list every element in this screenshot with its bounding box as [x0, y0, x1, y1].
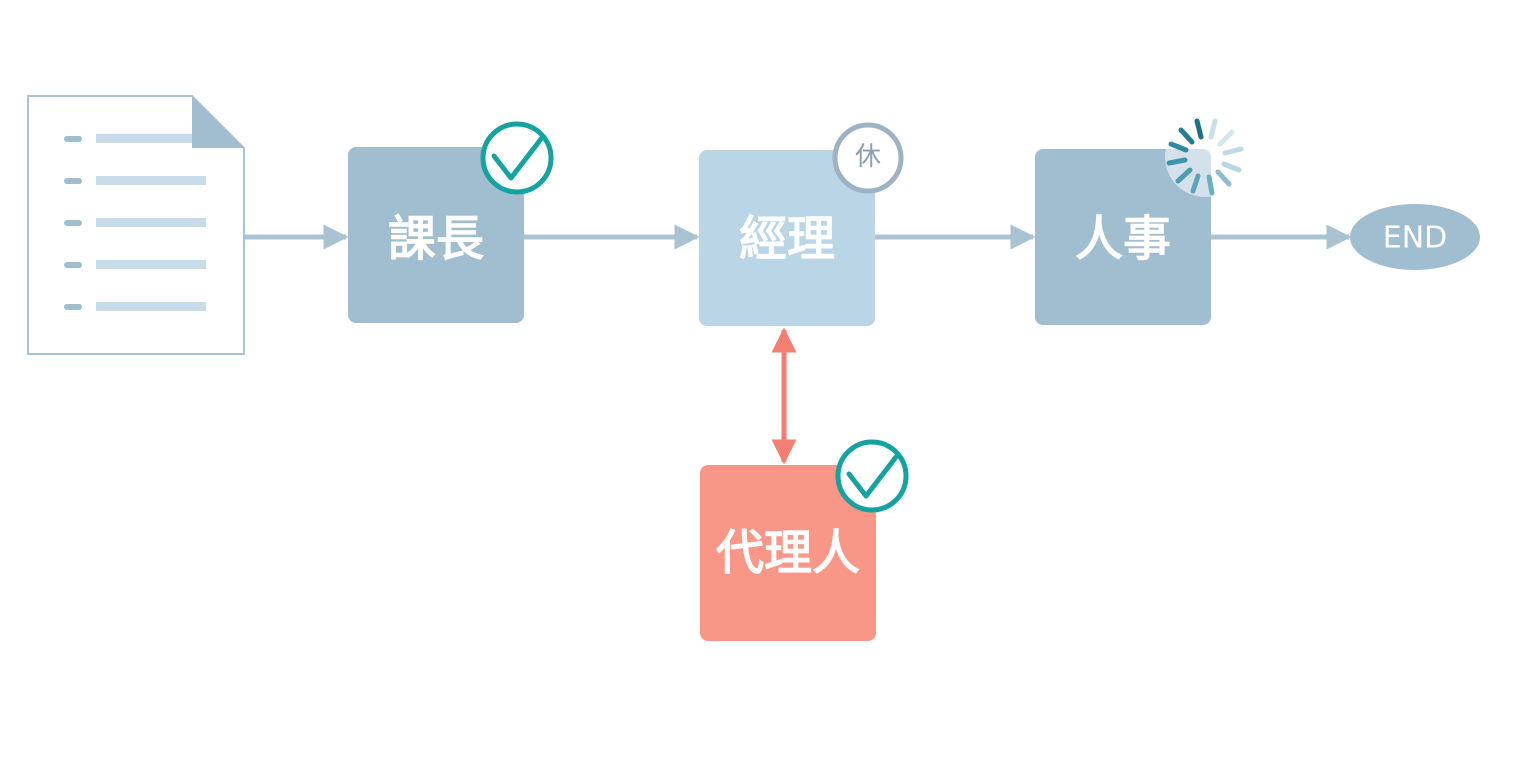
- leave-badge-text: 休: [855, 142, 881, 172]
- node-manager-label: 經理: [739, 211, 835, 267]
- node-manager: 經理: [699, 150, 875, 326]
- end-node-label: END: [1383, 221, 1448, 256]
- node-deputy-label: 代理人: [715, 525, 860, 581]
- checkmark-circle-icon: [480, 121, 554, 195]
- checkmark-circle-icon: [835, 439, 909, 513]
- loading-spinner-icon: [1165, 117, 1245, 197]
- document-lines: [64, 134, 206, 311]
- end-node: END: [1350, 204, 1480, 270]
- node-hr-label: 人事: [1075, 211, 1171, 267]
- node-section-chief-label: 課長: [388, 211, 485, 267]
- node-hr: 人事: [1035, 149, 1211, 325]
- leave-badge-icon: 休: [832, 122, 904, 194]
- node-deputy: 代理人: [700, 465, 876, 641]
- node-section-chief: 課長: [348, 147, 524, 323]
- document-icon: [27, 95, 245, 355]
